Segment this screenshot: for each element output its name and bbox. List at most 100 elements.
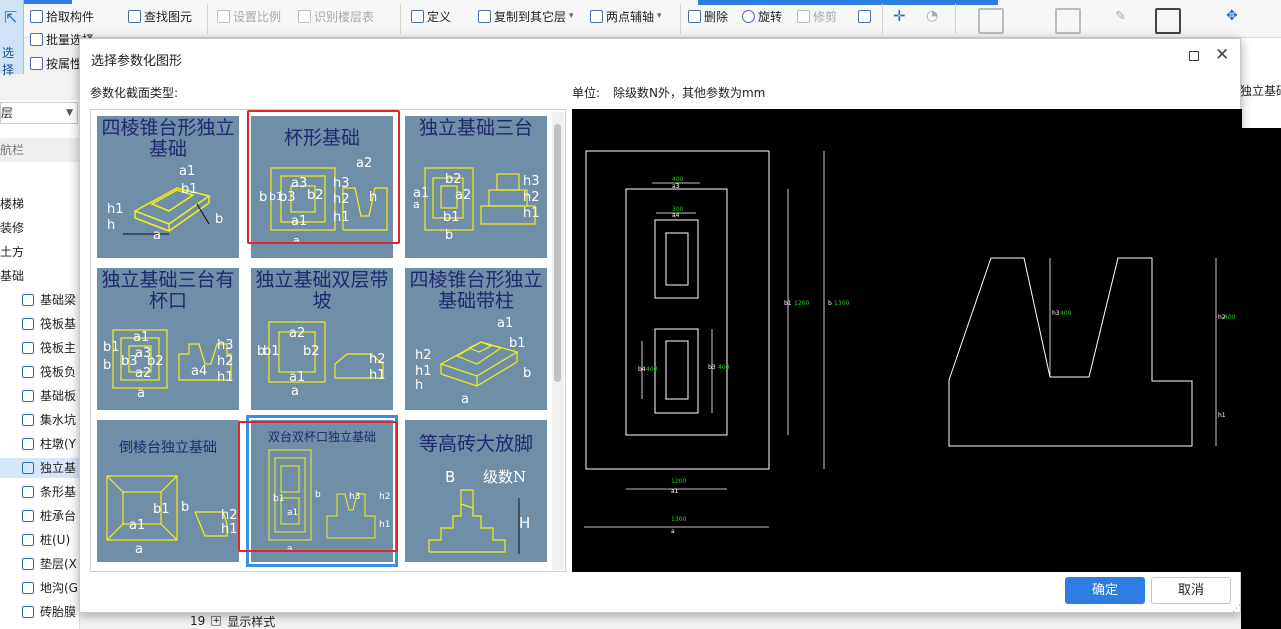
layer-tool-icon[interactable] <box>1055 8 1081 34</box>
tile-image: 倒棱台独立基础 a1 b1 b h2 h1 a <box>97 420 239 562</box>
set-scale-button[interactable]: 设置比例 <box>217 7 281 25</box>
floor-table-icon <box>298 9 311 23</box>
nav-item-earthwork[interactable]: 土方 <box>0 245 25 259</box>
crosshair-icon[interactable]: ✛ <box>893 7 906 25</box>
preview-drawing: 400 300 1200 1200 1300 1300 400 400 400 … <box>584 150 1236 535</box>
svg-text:300: 300 <box>672 206 684 213</box>
rotate-button[interactable]: 旋转 <box>742 7 782 25</box>
shape-tile-inverted-pyramid[interactable]: 倒棱台独立基础 a1 b1 b h2 h1 a <box>93 416 243 566</box>
shape-tile-cup-foundation[interactable]: 杯形基础 a2 a3 b3 b2 h3 h2 h1 a1 a <box>247 112 397 262</box>
nav-item-raft-neg-rebar[interactable]: 筏板负 <box>0 362 80 382</box>
pile-cap-icon <box>22 510 34 522</box>
property-row[interactable]: 19 + 显示样式 <box>190 614 276 629</box>
find-element-button[interactable]: 查找图元 <box>128 7 192 25</box>
svg-text:a: a <box>671 528 675 535</box>
shape-tile-double-slope[interactable]: 独立基础双层带坡 a2 b1 b2 a1 h2 h1 b a <box>247 264 397 414</box>
shape-tile-brick-footing[interactable]: 等高砖大放脚 B 级数N H <box>401 416 551 566</box>
ok-button[interactable]: 确定 <box>1065 577 1145 604</box>
shape-preview-canvas: 400 300 1200 1200 1300 1300 400 400 400 … <box>572 109 1242 572</box>
tile-title: 独立基础三台有杯口 <box>101 269 235 312</box>
nav-item-trench[interactable]: 地沟(G <box>0 578 80 598</box>
nav-item-stairs[interactable]: 楼梯 <box>0 197 25 211</box>
tile-image: 等高砖大放脚 B 级数N H <box>405 420 547 562</box>
strip-foundation-icon <box>22 486 34 498</box>
navigation-sidebar: 层▼ 航栏 楼梯 装修 土方 基础 基础梁 筏板基 筏板主 筏板负 基础板 集水… <box>0 100 80 629</box>
define-button[interactable]: 定义 <box>411 7 451 25</box>
gallery-scrollbar-thumb[interactable] <box>554 124 561 382</box>
batch-select-icon <box>30 32 43 46</box>
nav-item-foundation[interactable]: 基础 <box>0 269 25 283</box>
ribbon-toolbar: 拾取构件 批量选择 按属性 查找图元 设置比例 识别楼层表 定义 复制到其它层▾… <box>0 0 1281 71</box>
nav-item-brick-mold[interactable]: 砖胎膜 <box>0 602 80 622</box>
brick-footing-drawing <box>428 489 520 554</box>
expand-icon[interactable]: + <box>211 616 222 626</box>
cup-drawing <box>270 167 388 231</box>
delete-button[interactable]: 删除 <box>688 7 728 25</box>
nav-item-pier[interactable]: 柱墩(Y <box>0 434 80 454</box>
select-parametric-shape-dialog: 选择参数化图形 ✕ 参数化截面类型: 单位: 除级数N外，其他参数为mm 四棱锥… <box>79 38 1242 614</box>
nav-item-cushion[interactable]: 垫层(X <box>0 554 80 574</box>
nav-item-strip-foundation[interactable]: 条形基 <box>0 482 80 502</box>
shape-tile-three-step[interactable]: 独立基础三台 b2 a2 a1 b1 h3 h2 h <box>401 112 551 262</box>
nav-item-raft-main-rebar[interactable]: 筏板主 <box>0 338 80 358</box>
svg-text:400: 400 <box>1060 310 1072 317</box>
copy-to-floor-button[interactable]: 复制到其它层▾ <box>478 7 574 25</box>
axis-icon <box>590 9 603 23</box>
attribute-icon <box>30 56 43 70</box>
svg-text:h3: h3 <box>1052 310 1060 317</box>
drawing-canvas[interactable] <box>1241 128 1281 629</box>
shape-gallery: 四棱锥台形独立基础 a1 b1 h1 h a b <box>90 109 566 572</box>
two-point-axis-button[interactable]: 两点辅轴▾ <box>590 7 662 25</box>
tile-image: 杯形基础 a2 a3 b3 b2 h3 h2 h1 a1 a <box>251 116 393 258</box>
offset-button[interactable] <box>858 7 871 25</box>
nav-item-isolated-foundation[interactable]: 独立基 <box>0 458 80 478</box>
cushion-icon <box>22 558 34 570</box>
pyramid-drawing <box>123 187 211 235</box>
nav-item-pile[interactable]: 桩(U) <box>0 530 80 550</box>
cursor-icon: ⇱ <box>4 8 18 27</box>
clock-icon[interactable]: ◔ <box>926 8 939 24</box>
svg-text:1300: 1300 <box>834 300 849 307</box>
nav-panel-title: 航栏 <box>0 138 80 162</box>
move-icon[interactable]: ✥ <box>1226 8 1238 24</box>
maximize-icon[interactable] <box>1189 51 1199 61</box>
chevron-down-icon: ▾ <box>657 11 662 21</box>
pier-icon <box>22 438 34 450</box>
ribbon-divider <box>680 4 681 34</box>
shape-tile-double-cup[interactable]: 双台双杯口独立基础 a1 b1 h3 h2 h1 a b <box>246 415 398 567</box>
sump-icon <box>22 414 34 426</box>
tile-title: 四棱锥台形独立基础 <box>101 117 235 160</box>
delete-icon <box>688 9 701 23</box>
shape-tile-pyramid-with-column[interactable]: 四棱锥台形独立基础带柱 a1 b1 h2 h1 h a b <box>401 264 551 414</box>
pick-component-button[interactable]: 拾取构件 <box>30 7 94 25</box>
trim-button[interactable]: 修剪 <box>797 7 837 25</box>
nav-item-foundation-slab[interactable]: 基础板 <box>0 386 80 406</box>
raft-icon <box>22 318 34 330</box>
svg-text:400: 400 <box>718 364 730 371</box>
rebar-icon <box>22 366 34 378</box>
three-step-cup-drawing <box>112 329 232 389</box>
shape-tile-pyramid[interactable]: 四棱锥台形独立基础 a1 b1 h1 h a b <box>93 112 243 262</box>
nav-item-foundation-beam[interactable]: 基础梁 <box>0 290 80 310</box>
ribbon-divider <box>882 4 883 34</box>
cancel-button[interactable]: 取消 <box>1151 577 1231 604</box>
nav-item-decoration[interactable]: 装修 <box>0 221 25 235</box>
by-attribute-button[interactable]: 按属性 <box>30 54 82 72</box>
tile-image: 独立基础三台 b2 a2 a1 b1 h3 h2 h <box>405 116 547 258</box>
table-tool-icon[interactable] <box>1155 8 1181 34</box>
unit-value: 除级数N外，其他参数为mm <box>613 86 766 100</box>
identify-floor-table-button[interactable]: 识别楼层表 <box>298 7 374 25</box>
nav-item-pile-cap[interactable]: 桩承台 <box>0 506 80 526</box>
brick-mold-icon <box>22 606 34 618</box>
select-tool-button[interactable]: ⇱ 选择 <box>0 0 24 77</box>
grid-tool-icon[interactable] <box>978 8 1004 34</box>
brush-icon[interactable]: ✎ <box>1115 8 1126 24</box>
shape-tile-three-step-cup[interactable]: 独立基础三台有杯口 a1 a3 b1 b3 b2 a2 h3 h2 h1 <box>93 264 243 414</box>
resize-grip-icon[interactable]: ⋰ <box>1232 604 1241 614</box>
nav-item-raft[interactable]: 筏板基 <box>0 314 80 334</box>
nav-item-sump[interactable]: 集水坑 <box>0 410 80 430</box>
slab-icon <box>22 390 34 402</box>
copy-icon <box>478 9 491 23</box>
floor-select[interactable]: 层▼ <box>0 102 78 124</box>
close-icon[interactable]: ✕ <box>1215 45 1230 65</box>
